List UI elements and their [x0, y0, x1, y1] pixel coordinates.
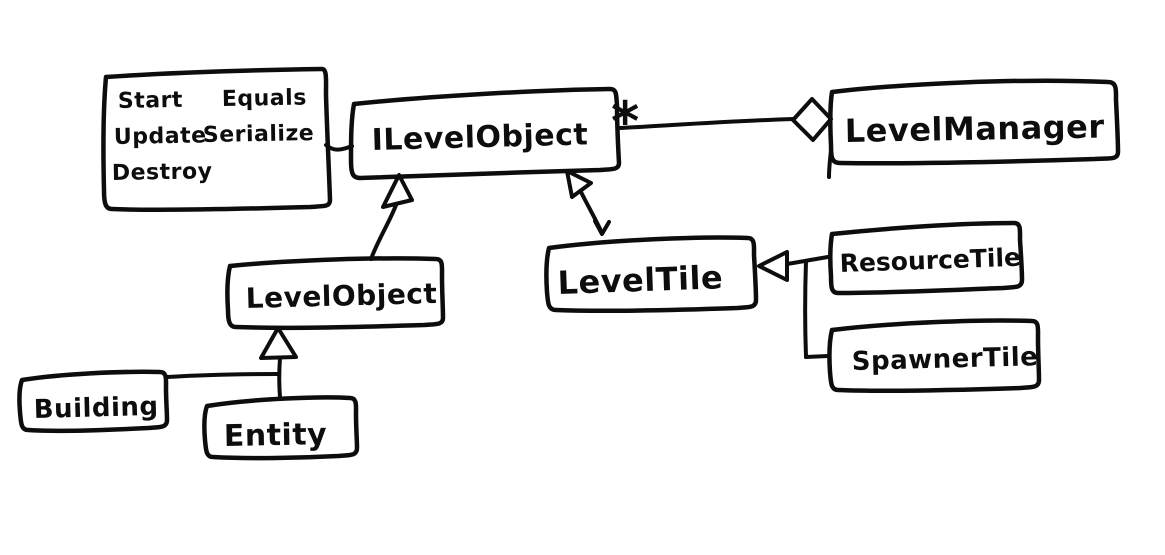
inheritance-line-building	[165, 372, 279, 379]
building-box	[17, 369, 170, 434]
spawnertile-label: SpawnerTile	[851, 342, 1038, 377]
levelmanager-box	[828, 78, 1121, 166]
spawnertile-box	[827, 318, 1042, 394]
resourcetile-box	[828, 220, 1025, 296]
inheritance-triangle-leveltile-right	[757, 250, 789, 282]
entity-box	[202, 395, 360, 461]
leveltile-label: LevelTile	[557, 258, 724, 302]
resourcetile-label: ResourceTile	[839, 243, 1021, 278]
realization-line-levelobject	[369, 203, 398, 261]
method-label-equals: Equals	[222, 86, 307, 112]
multiplicity-star: *	[611, 90, 640, 153]
aggregation-diamond	[791, 97, 833, 142]
method-label-destroy: Destroy	[112, 159, 213, 186]
inheritance-line-entity	[277, 356, 282, 399]
inheritance-triangle-levelobject-bottom	[259, 326, 298, 360]
inheritance-line-spawnertile	[804, 354, 830, 359]
levelobject-label: LevelObject	[245, 277, 437, 315]
realization-triangle-levelobject	[381, 173, 414, 209]
realization-arrowhead-leveltile	[593, 219, 611, 236]
method-label-serialize: Serialize	[203, 121, 315, 148]
method-label-start: Start	[118, 88, 184, 114]
methods-note-box	[101, 66, 333, 213]
levelobject-box	[225, 256, 446, 331]
entity-label: Entity	[224, 417, 328, 454]
aggregation-line	[618, 117, 795, 130]
realization-triangle-leveltile	[565, 169, 593, 199]
ilevelobject-box	[348, 86, 622, 181]
leveltile-box	[544, 235, 759, 314]
levelmanager-label: LevelManager	[844, 107, 1104, 150]
building-label: Building	[33, 392, 159, 425]
method-label-update: Update	[114, 123, 207, 150]
ilevelobject-label: ILevelObject	[371, 117, 588, 158]
inheritance-branch-vertical	[803, 259, 808, 359]
